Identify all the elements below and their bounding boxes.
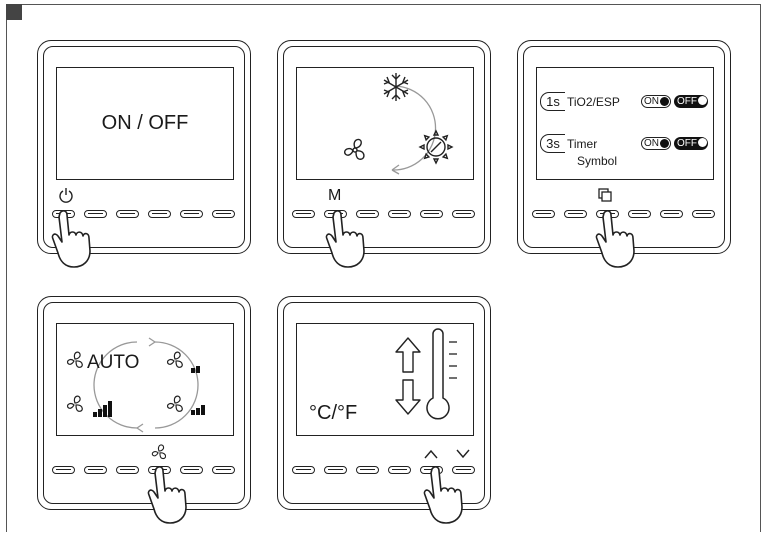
button-6[interactable]	[212, 466, 235, 474]
timer-on-text: ON	[644, 138, 659, 149]
button-4[interactable]	[388, 210, 411, 218]
panel-mode: M	[277, 40, 491, 254]
panel-function: 1s TiO2/ESP ON OFF 3s Timer Symbol ON OF…	[517, 40, 731, 254]
panel-function-screen: 1s TiO2/ESP ON OFF 3s Timer Symbol ON OF…	[536, 67, 714, 180]
copy-icon[interactable]	[598, 188, 612, 202]
timer-off-text: OFF	[677, 138, 697, 149]
button-2[interactable]	[324, 466, 347, 474]
mode-key-label[interactable]: M	[328, 187, 341, 205]
timer-label: Timer	[567, 137, 597, 151]
button-6[interactable]	[452, 210, 475, 218]
button-5[interactable]	[420, 210, 443, 218]
panel-fan-speed: AUTO	[37, 296, 251, 510]
panel-mode-buttons	[292, 210, 478, 220]
button-5[interactable]	[660, 210, 683, 218]
panel-fan-screen: AUTO	[56, 323, 234, 436]
hold-1s-text: 1s	[546, 94, 560, 109]
auto-label: AUTO	[87, 352, 139, 374]
button-4[interactable]	[148, 210, 171, 218]
panel-temperature: °C/°F	[277, 296, 491, 510]
panel-fan-buttons	[52, 466, 238, 476]
button-1[interactable]	[292, 466, 315, 474]
button-1[interactable]	[532, 210, 555, 218]
panel-temp-screen: °C/°F	[296, 323, 474, 436]
panel-power-screen: ON / OFF	[56, 67, 234, 180]
tio2-on-text: ON	[644, 96, 659, 107]
tio2-off-text: OFF	[677, 96, 697, 107]
fan-icon[interactable]	[150, 443, 168, 461]
button-3[interactable]	[116, 466, 139, 474]
on-off-text: ON / OFF	[57, 112, 233, 135]
fan-icon	[341, 136, 369, 164]
panel-mode-screen	[296, 67, 474, 180]
hold-3s-badge: 3s	[540, 134, 565, 153]
button-2[interactable]	[84, 466, 107, 474]
button-3[interactable]	[356, 466, 379, 474]
button-1[interactable]	[292, 210, 315, 218]
pointing-hand-icon	[594, 209, 650, 269]
button-2[interactable]	[564, 210, 587, 218]
hold-3s-text: 3s	[546, 136, 560, 151]
pointing-hand-icon	[324, 209, 380, 269]
button-3[interactable]	[116, 210, 139, 218]
button-4[interactable]	[388, 466, 411, 474]
button-6[interactable]	[212, 210, 235, 218]
button-6[interactable]	[692, 210, 715, 218]
pointing-hand-icon	[146, 465, 202, 525]
up-chevron-icon[interactable]	[424, 449, 438, 459]
symbol-label: Symbol	[577, 154, 617, 168]
sun-icon	[419, 130, 453, 164]
timer-on-toggle: ON	[641, 137, 671, 150]
tio2-esp-label: TiO2/ESP	[567, 95, 620, 109]
fan-cycle-circle	[57, 324, 234, 436]
power-icon[interactable]	[58, 187, 74, 203]
button-5[interactable]	[180, 210, 203, 218]
tio2-on-toggle: ON	[641, 95, 671, 108]
up-down-arrow-icon	[393, 336, 423, 416]
button-1[interactable]	[52, 466, 75, 474]
timer-off-toggle: OFF	[674, 137, 708, 150]
thermometer-icon	[425, 328, 461, 426]
unit-text: °C/°F	[309, 402, 357, 425]
tio2-off-toggle: OFF	[674, 95, 708, 108]
pointing-hand-icon	[422, 465, 478, 525]
panel-power: ON / OFF	[37, 40, 251, 254]
snowflake-icon	[381, 72, 411, 102]
corner-mark	[6, 4, 22, 20]
down-chevron-icon[interactable]	[456, 449, 470, 459]
pointing-hand-icon	[50, 209, 106, 269]
hold-1s-badge: 1s	[540, 92, 565, 111]
